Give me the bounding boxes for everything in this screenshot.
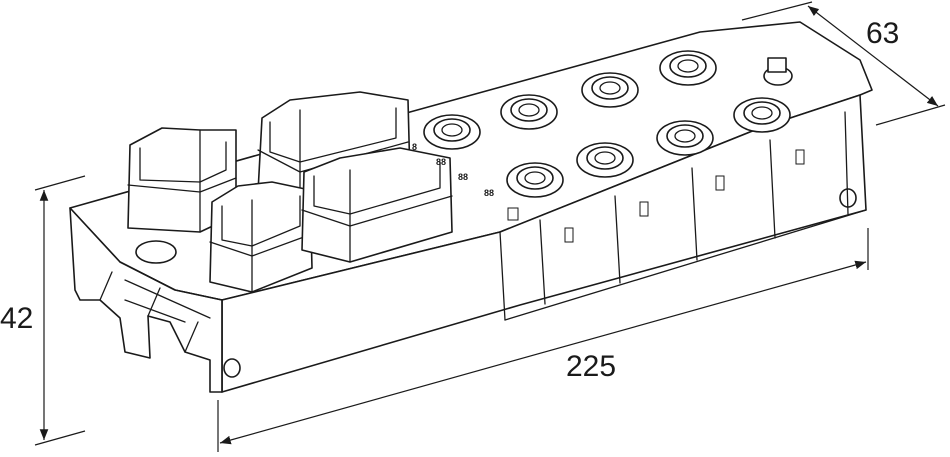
socket-icon: [576, 142, 634, 178]
port-label: 8: [412, 142, 417, 152]
port-label: 88: [484, 188, 494, 198]
socket-icon: [500, 94, 558, 130]
port-label: 88: [436, 157, 446, 167]
screw-hole-icon: [223, 358, 241, 378]
m12-sockets: [423, 50, 793, 198]
socket-icon: [423, 114, 481, 150]
socket-icon: [659, 50, 717, 86]
socket-icon: [581, 72, 639, 108]
dimension-length: 225: [217, 228, 869, 452]
height-label: 42: [0, 302, 33, 335]
socket-icon: [733, 97, 791, 133]
mounting-hole-icon: [135, 240, 177, 264]
rotary-switch-icon: [763, 57, 793, 86]
port-label-strip: 8 88 88 88: [412, 142, 519, 221]
depth-label: 63: [866, 17, 899, 50]
socket-icon: [656, 120, 714, 156]
socket-icon: [506, 162, 564, 198]
port-label: 88: [458, 172, 468, 182]
length-label: 225: [566, 350, 616, 383]
dimension-depth: 63: [741, 1, 946, 126]
dimension-height: 42: [0, 175, 86, 446]
